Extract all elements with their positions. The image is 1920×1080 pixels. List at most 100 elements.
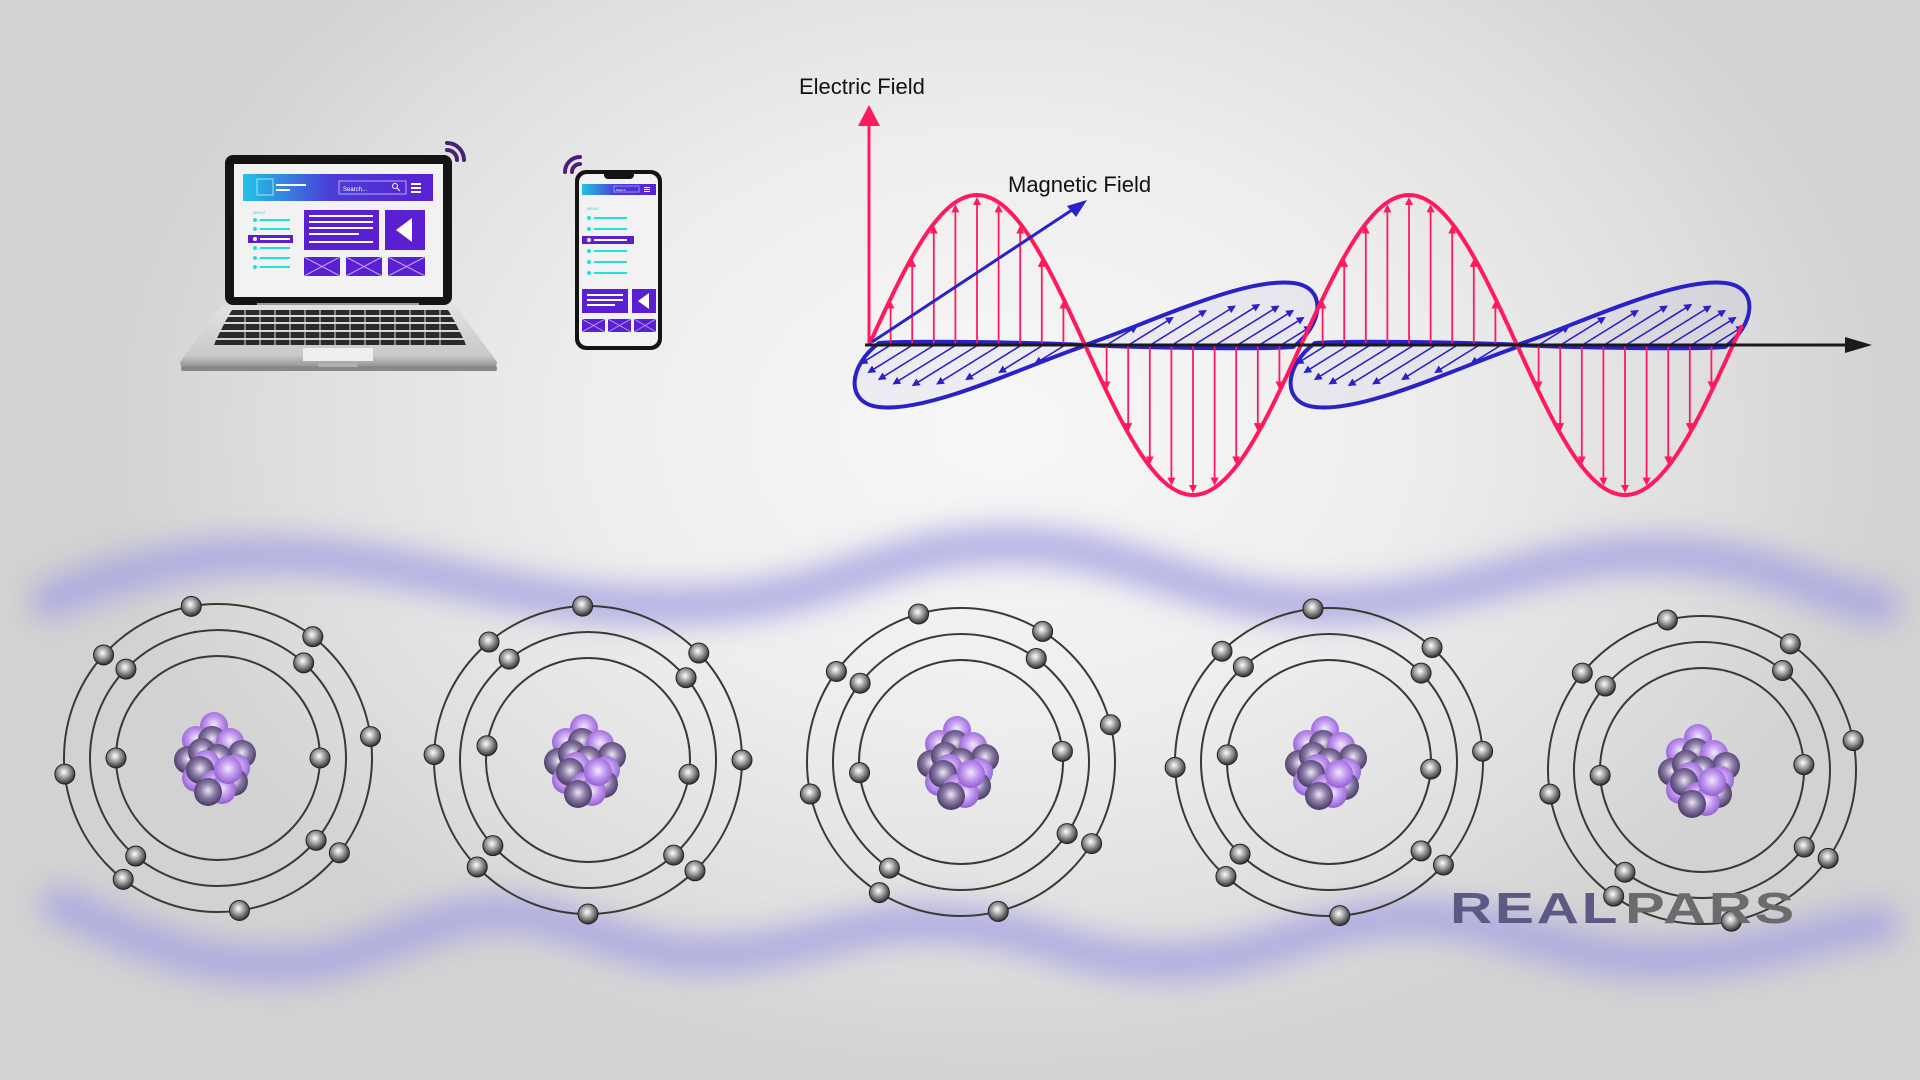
realpars-logo: REAL PARS	[1450, 884, 1797, 933]
glow-wave-bottom	[41, 886, 1899, 985]
electron	[572, 595, 594, 617]
electron	[1472, 740, 1494, 762]
phone-search-placeholder: Search	[616, 188, 626, 192]
electron	[476, 735, 498, 757]
laptop-wifi-signal-icon	[445, 141, 466, 162]
laptop-image-placeholders	[303, 256, 426, 277]
electron	[93, 644, 115, 666]
electron	[678, 763, 700, 785]
electron	[328, 842, 350, 864]
phone-play-back-icon	[638, 293, 649, 309]
electron	[675, 667, 697, 689]
electron	[54, 763, 76, 785]
electron	[577, 903, 599, 925]
electron	[878, 857, 900, 879]
electron	[1056, 823, 1078, 845]
electron	[1081, 833, 1103, 855]
electron	[799, 783, 821, 805]
electron	[1432, 854, 1454, 876]
electron	[1614, 861, 1636, 883]
electron	[478, 631, 500, 653]
phone-menu-label: MENU	[587, 206, 599, 211]
electron	[1656, 609, 1678, 631]
propagation-axis-arrow-icon	[1845, 337, 1872, 353]
electron	[849, 672, 871, 694]
em-wave-diagram: Electric Field Magnetic Field	[799, 74, 1872, 498]
electron	[849, 762, 871, 784]
nucleus	[917, 716, 999, 810]
phone-illustration: Search MENU	[563, 155, 662, 350]
electron	[1410, 662, 1432, 684]
electron	[1589, 764, 1611, 786]
electron	[466, 856, 488, 878]
laptop-keyboard	[214, 310, 466, 345]
electron	[1772, 660, 1794, 682]
electron	[482, 835, 504, 857]
electron	[1720, 910, 1742, 932]
atom	[423, 595, 753, 925]
electron	[180, 595, 202, 617]
atom	[1539, 609, 1864, 932]
electric-field-label: Electric Field	[799, 74, 925, 99]
laptop-search-placeholder: Search...	[343, 187, 367, 193]
electron	[1164, 756, 1186, 778]
magnetic-field-axis-arrow-icon	[1067, 200, 1087, 217]
electron	[115, 658, 137, 680]
electron	[1594, 675, 1616, 697]
electron	[688, 642, 710, 664]
phone-wifi-signal-icon	[563, 155, 582, 174]
electron	[1571, 662, 1593, 684]
electron	[1215, 865, 1237, 887]
electron	[1793, 836, 1815, 858]
electron	[908, 603, 930, 625]
atom	[54, 595, 382, 922]
electron	[105, 747, 127, 769]
electron	[1229, 843, 1251, 865]
laptop-play-back-icon	[396, 218, 412, 242]
electron	[663, 844, 685, 866]
electron	[360, 726, 382, 748]
electron	[112, 868, 134, 890]
glow-wave-top	[31, 525, 1899, 625]
magnetic-field-wave	[852, 280, 1752, 410]
logo-real: REAL	[1450, 884, 1620, 933]
electron	[293, 652, 315, 674]
atom	[1164, 598, 1494, 927]
magnetic-field-label: Magnetic Field	[1008, 172, 1151, 197]
electron	[1051, 740, 1073, 762]
electron	[1539, 783, 1561, 805]
electron	[1779, 633, 1801, 655]
electron	[498, 648, 520, 670]
laptop-hamburger-icon	[411, 183, 421, 193]
electron	[1232, 656, 1254, 678]
electron	[1817, 847, 1839, 869]
electron	[309, 747, 331, 769]
electron	[1025, 647, 1047, 669]
phone-sidebar-menu	[582, 216, 634, 275]
electron	[868, 882, 890, 904]
electron	[1216, 744, 1238, 766]
electron	[1793, 754, 1815, 776]
electric-field-wave	[867, 192, 1744, 498]
nucleus	[544, 714, 626, 808]
electron	[228, 900, 250, 922]
nucleus	[1658, 724, 1740, 818]
electron	[987, 900, 1009, 922]
laptop-search-box	[338, 180, 407, 195]
electron	[1842, 730, 1864, 752]
electron	[1099, 714, 1121, 736]
electron	[1329, 905, 1351, 927]
electron	[1302, 598, 1324, 620]
logo-pars: PARS	[1625, 884, 1797, 933]
electron	[305, 829, 327, 851]
electron	[825, 660, 847, 682]
electron	[302, 626, 324, 648]
laptop-menu-label: MENU	[253, 210, 265, 215]
laptop-sidebar-menu	[248, 218, 293, 269]
electron	[125, 845, 147, 867]
electron	[1032, 620, 1054, 642]
electron	[1421, 637, 1443, 659]
laptop-search-icon	[392, 183, 401, 192]
electric-field-axis-arrow-icon	[858, 105, 880, 126]
